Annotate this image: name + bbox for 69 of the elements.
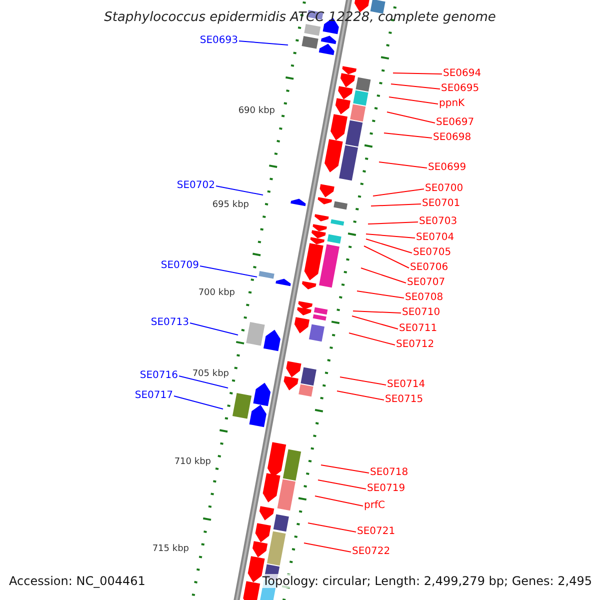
leader-line — [314, 496, 364, 506]
gene-label: SE0711 — [399, 323, 438, 335]
leader-line — [178, 376, 228, 388]
leader-line — [364, 246, 410, 268]
leader-line — [370, 204, 422, 206]
gene-label: SE0697 — [436, 117, 474, 129]
leader-line — [366, 234, 416, 238]
gene-label: SE0709 — [160, 260, 199, 272]
leader-line — [392, 72, 442, 74]
leader-line — [336, 390, 384, 400]
gene-label: SE0701 — [422, 198, 460, 210]
gene-label: SE0716 — [140, 370, 178, 382]
leader-line — [356, 290, 404, 298]
leader-line — [360, 268, 406, 284]
gene-label: prfC — [364, 500, 385, 512]
leader-line — [372, 188, 424, 196]
leader-line — [320, 464, 370, 474]
scale-label: 690 kbp — [238, 106, 275, 116]
genome-info-text: Topology: circular; Length: 2,499,279 bp; Genes: 2,495 — [262, 574, 592, 588]
scale-label: 705 kbp — [192, 369, 229, 379]
gene-label: SE0700 — [425, 183, 464, 195]
gene-label: SE0708 — [405, 292, 444, 304]
leader-line — [216, 186, 264, 196]
scale-label: 700 kbp — [198, 288, 235, 298]
gene-label: SE0694 — [443, 68, 482, 80]
gene-label: SE0703 — [419, 216, 458, 228]
leader-line — [368, 222, 418, 224]
gene-label: SE0702 — [176, 180, 215, 192]
gene-label: SE0693 — [200, 35, 238, 47]
gene-label: SE0721 — [357, 526, 396, 538]
leader-line — [386, 112, 436, 124]
gene-label: SE0705 — [413, 247, 452, 259]
accession-text: Accession: NC_004461 — [9, 574, 146, 588]
leader-line — [308, 522, 356, 532]
gene-label: SE0722 — [352, 546, 390, 558]
gene-label: SE0706 — [410, 262, 448, 274]
scale-label: 715 kbp — [152, 544, 189, 554]
leader-line — [366, 238, 412, 254]
leader-line — [200, 266, 258, 278]
leader-line — [384, 132, 432, 138]
gene-label: SE0699 — [428, 162, 466, 174]
scale-label: 710 kbp — [174, 457, 211, 467]
gene-label: SE0704 — [416, 232, 454, 244]
gene-label: SE0707 — [407, 277, 446, 289]
gene-label: SE0712 — [396, 339, 434, 351]
leader-line — [174, 396, 224, 410]
gene-label: SE0695 — [441, 83, 480, 95]
leader-line — [348, 332, 396, 346]
leader-line — [352, 310, 402, 314]
gene-label: SE0713 — [150, 317, 189, 329]
map-title: Staphylococcus epidermidis ATCC 12228, complete genome — [103, 10, 497, 25]
leader-line — [378, 162, 428, 168]
leader-line — [352, 316, 398, 330]
gene-label: SE0714 — [387, 379, 426, 391]
gene-label: SE0718 — [370, 467, 408, 479]
leader-line — [304, 542, 352, 552]
scale-label: 695 kbp — [212, 200, 249, 210]
leader-line — [238, 40, 288, 46]
gene-label: ppnK — [439, 98, 465, 110]
gene-label: SE0698 — [433, 132, 472, 144]
leader-line — [388, 96, 438, 104]
gene-label: SE0717 — [134, 390, 173, 402]
gene-label: SE0715 — [385, 394, 424, 406]
leader-line — [390, 84, 440, 90]
leader-line — [340, 376, 386, 386]
leader-line — [190, 322, 238, 336]
gene-label: SE0719 — [367, 483, 406, 495]
leader-line — [318, 480, 366, 490]
gene-label: SE0710 — [402, 307, 440, 319]
